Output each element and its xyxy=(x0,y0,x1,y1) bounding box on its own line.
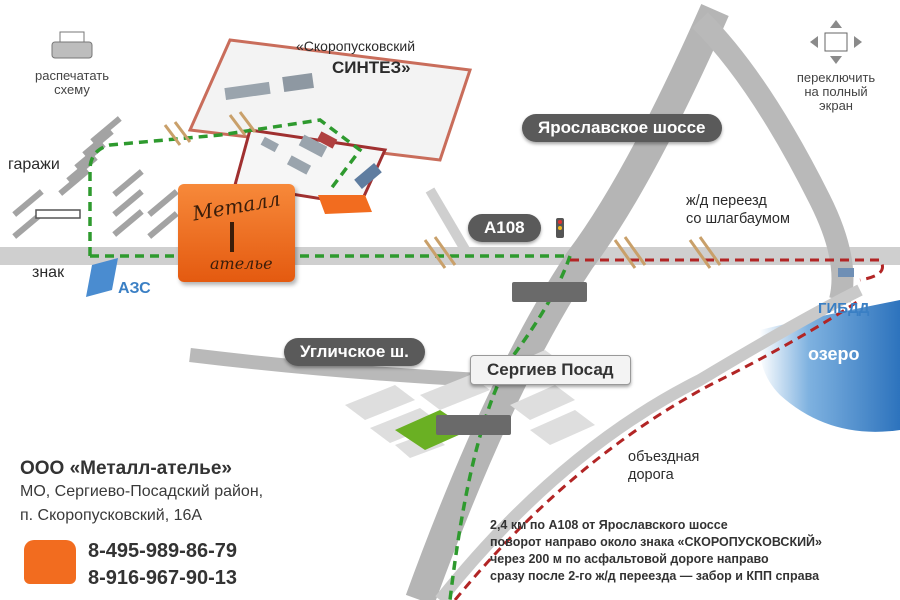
direction-line: через 200 м по асфальтовой дороге направ… xyxy=(490,552,769,566)
road-side xyxy=(425,187,475,261)
road-yaroslavl-label: Ярославское шоссе xyxy=(522,114,722,142)
railway-crossings xyxy=(163,111,722,269)
company-name: ООО «Металл-ателье» xyxy=(20,458,232,479)
synthez-prefix: «Скоропусковский xyxy=(296,38,416,54)
garages-label: гаражи xyxy=(8,156,60,173)
gas-station-label: АЗС xyxy=(118,280,151,297)
road-a108-label: А108 xyxy=(468,214,541,242)
contact-block: ООО «Металл-ателье» МО, Сергиево-Посадск… xyxy=(20,458,263,528)
road-bypass xyxy=(435,284,863,600)
road-sergiev-label: Сергиев Посад xyxy=(470,355,631,385)
bridge-a108 xyxy=(512,282,587,302)
gas-station-roof xyxy=(86,258,118,297)
logo-line1: Металл xyxy=(190,186,283,226)
directions-block: 2,4 км по А108 от Ярославского шоссе пов… xyxy=(490,517,822,585)
traffic-light-icon xyxy=(556,218,564,238)
fullscreen-icon xyxy=(810,20,862,64)
road-yaroslavl xyxy=(405,3,729,600)
address-line2: п. Скоропусковский, 16А xyxy=(20,507,203,524)
direction-line: сразу после 2-го ж/д переезда — забор и … xyxy=(490,569,820,583)
address-line1: МО, Сергиево-Посадский район, xyxy=(20,483,264,500)
phone2[interactable]: 8-916-967-90-13 xyxy=(88,567,237,589)
road-uglich-label: Угличское ш. xyxy=(284,338,425,366)
phone1[interactable]: 8-495-989-86-79 xyxy=(88,540,237,562)
sign-board xyxy=(35,209,81,219)
logo-line2: ателье xyxy=(210,254,273,273)
printer-icon xyxy=(51,31,93,59)
phones-block: 8-495-989-86-79 8-916-967-90-13 xyxy=(88,538,237,592)
logo-mark xyxy=(230,222,234,252)
phone-icon xyxy=(24,540,76,584)
direction-line: 2,4 км по А108 от Ярославского шоссе xyxy=(490,518,728,532)
garage-blocks xyxy=(12,116,179,239)
gibdd-label: ГИБДД xyxy=(818,300,870,317)
synthez-name: СИНТЕЗ» xyxy=(332,58,411,77)
metall-atelier-logo[interactable]: Металл ателье xyxy=(178,184,295,282)
route-red xyxy=(453,258,884,600)
road-uglich xyxy=(189,348,481,387)
gibdd-post xyxy=(838,268,854,277)
sign-label: знак xyxy=(32,264,65,281)
lake-label: озеро xyxy=(808,344,860,364)
lake xyxy=(759,300,900,432)
bridge-sergiev xyxy=(436,415,511,435)
direction-line: поворот направо около знака «СКОРОПУСКОВ… xyxy=(490,535,822,549)
